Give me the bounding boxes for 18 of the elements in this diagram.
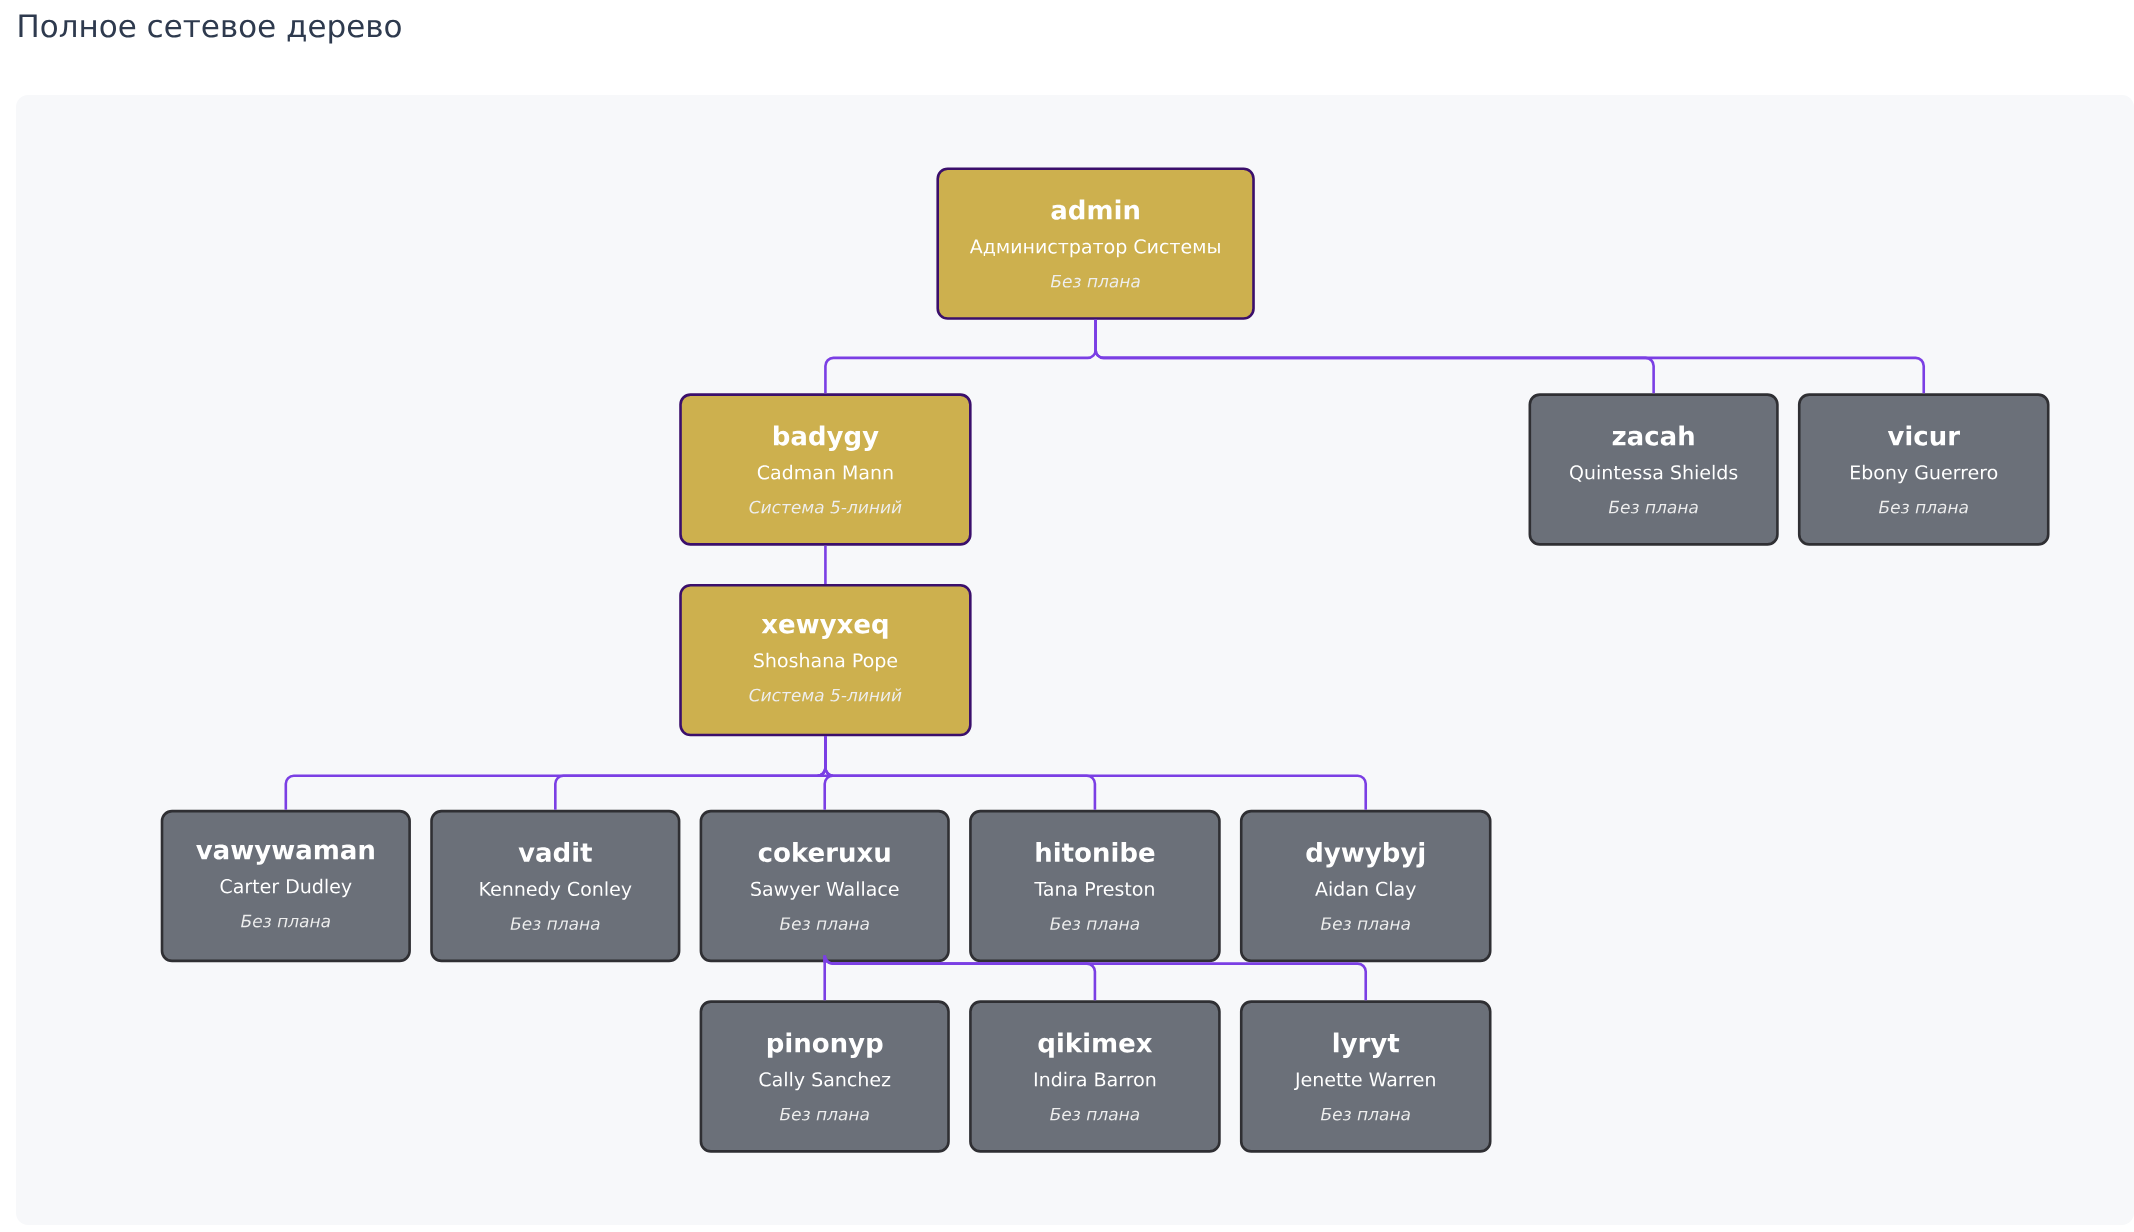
member-box: admin Администратор Системы Без плана (936, 167, 1255, 320)
member-box: qikimex Indira Barron Без плана (969, 1000, 1221, 1153)
member-box: dywybyj Aidan Clay Без плана (1239, 809, 1492, 963)
member-box: pinonyp Cally Sanchez Без плана (699, 1000, 950, 1153)
member-box: xewyxeq Shoshana Pope Система 5-линий (679, 583, 972, 737)
connector-line (823, 954, 1367, 1001)
member-box: lyryt Jenette Warren Без плана (1239, 1000, 1492, 1153)
page-title: Полное сетевое дерево (19, 14, 401, 44)
member-box: hitonibe Tana Preston Без плана (969, 809, 1221, 963)
member-box: vawywaman Carter Dudley Без плана (160, 809, 411, 963)
member-box: vadit Kennedy Conley Без плана (430, 809, 681, 963)
connector-line (824, 736, 1367, 810)
connector-line (824, 545, 827, 584)
member-box: cokeruxu Sawyer Wallace Без плана (699, 809, 950, 963)
connector-line (1094, 319, 1926, 394)
member-box: badygy Cadman Mann Система 5-линий (679, 393, 972, 546)
member-box: vicur Ebony Guerrero Без плана (1797, 393, 2050, 546)
member-box: zacah Quintessa Shields Без плана (1528, 393, 1779, 546)
